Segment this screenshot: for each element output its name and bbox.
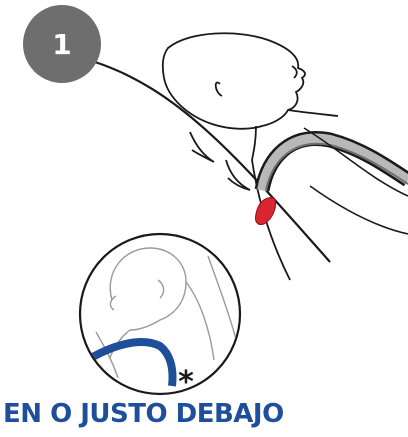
- instruction-caption: EN O JUSTO DEBAJO: [3, 398, 284, 430]
- red-clip-indicator: [255, 198, 275, 225]
- asterisk-mark: *: [178, 365, 194, 400]
- magnifier-inset: *: [80, 234, 244, 400]
- step-number: 1: [52, 28, 71, 61]
- step-number-badge: 1: [23, 5, 101, 83]
